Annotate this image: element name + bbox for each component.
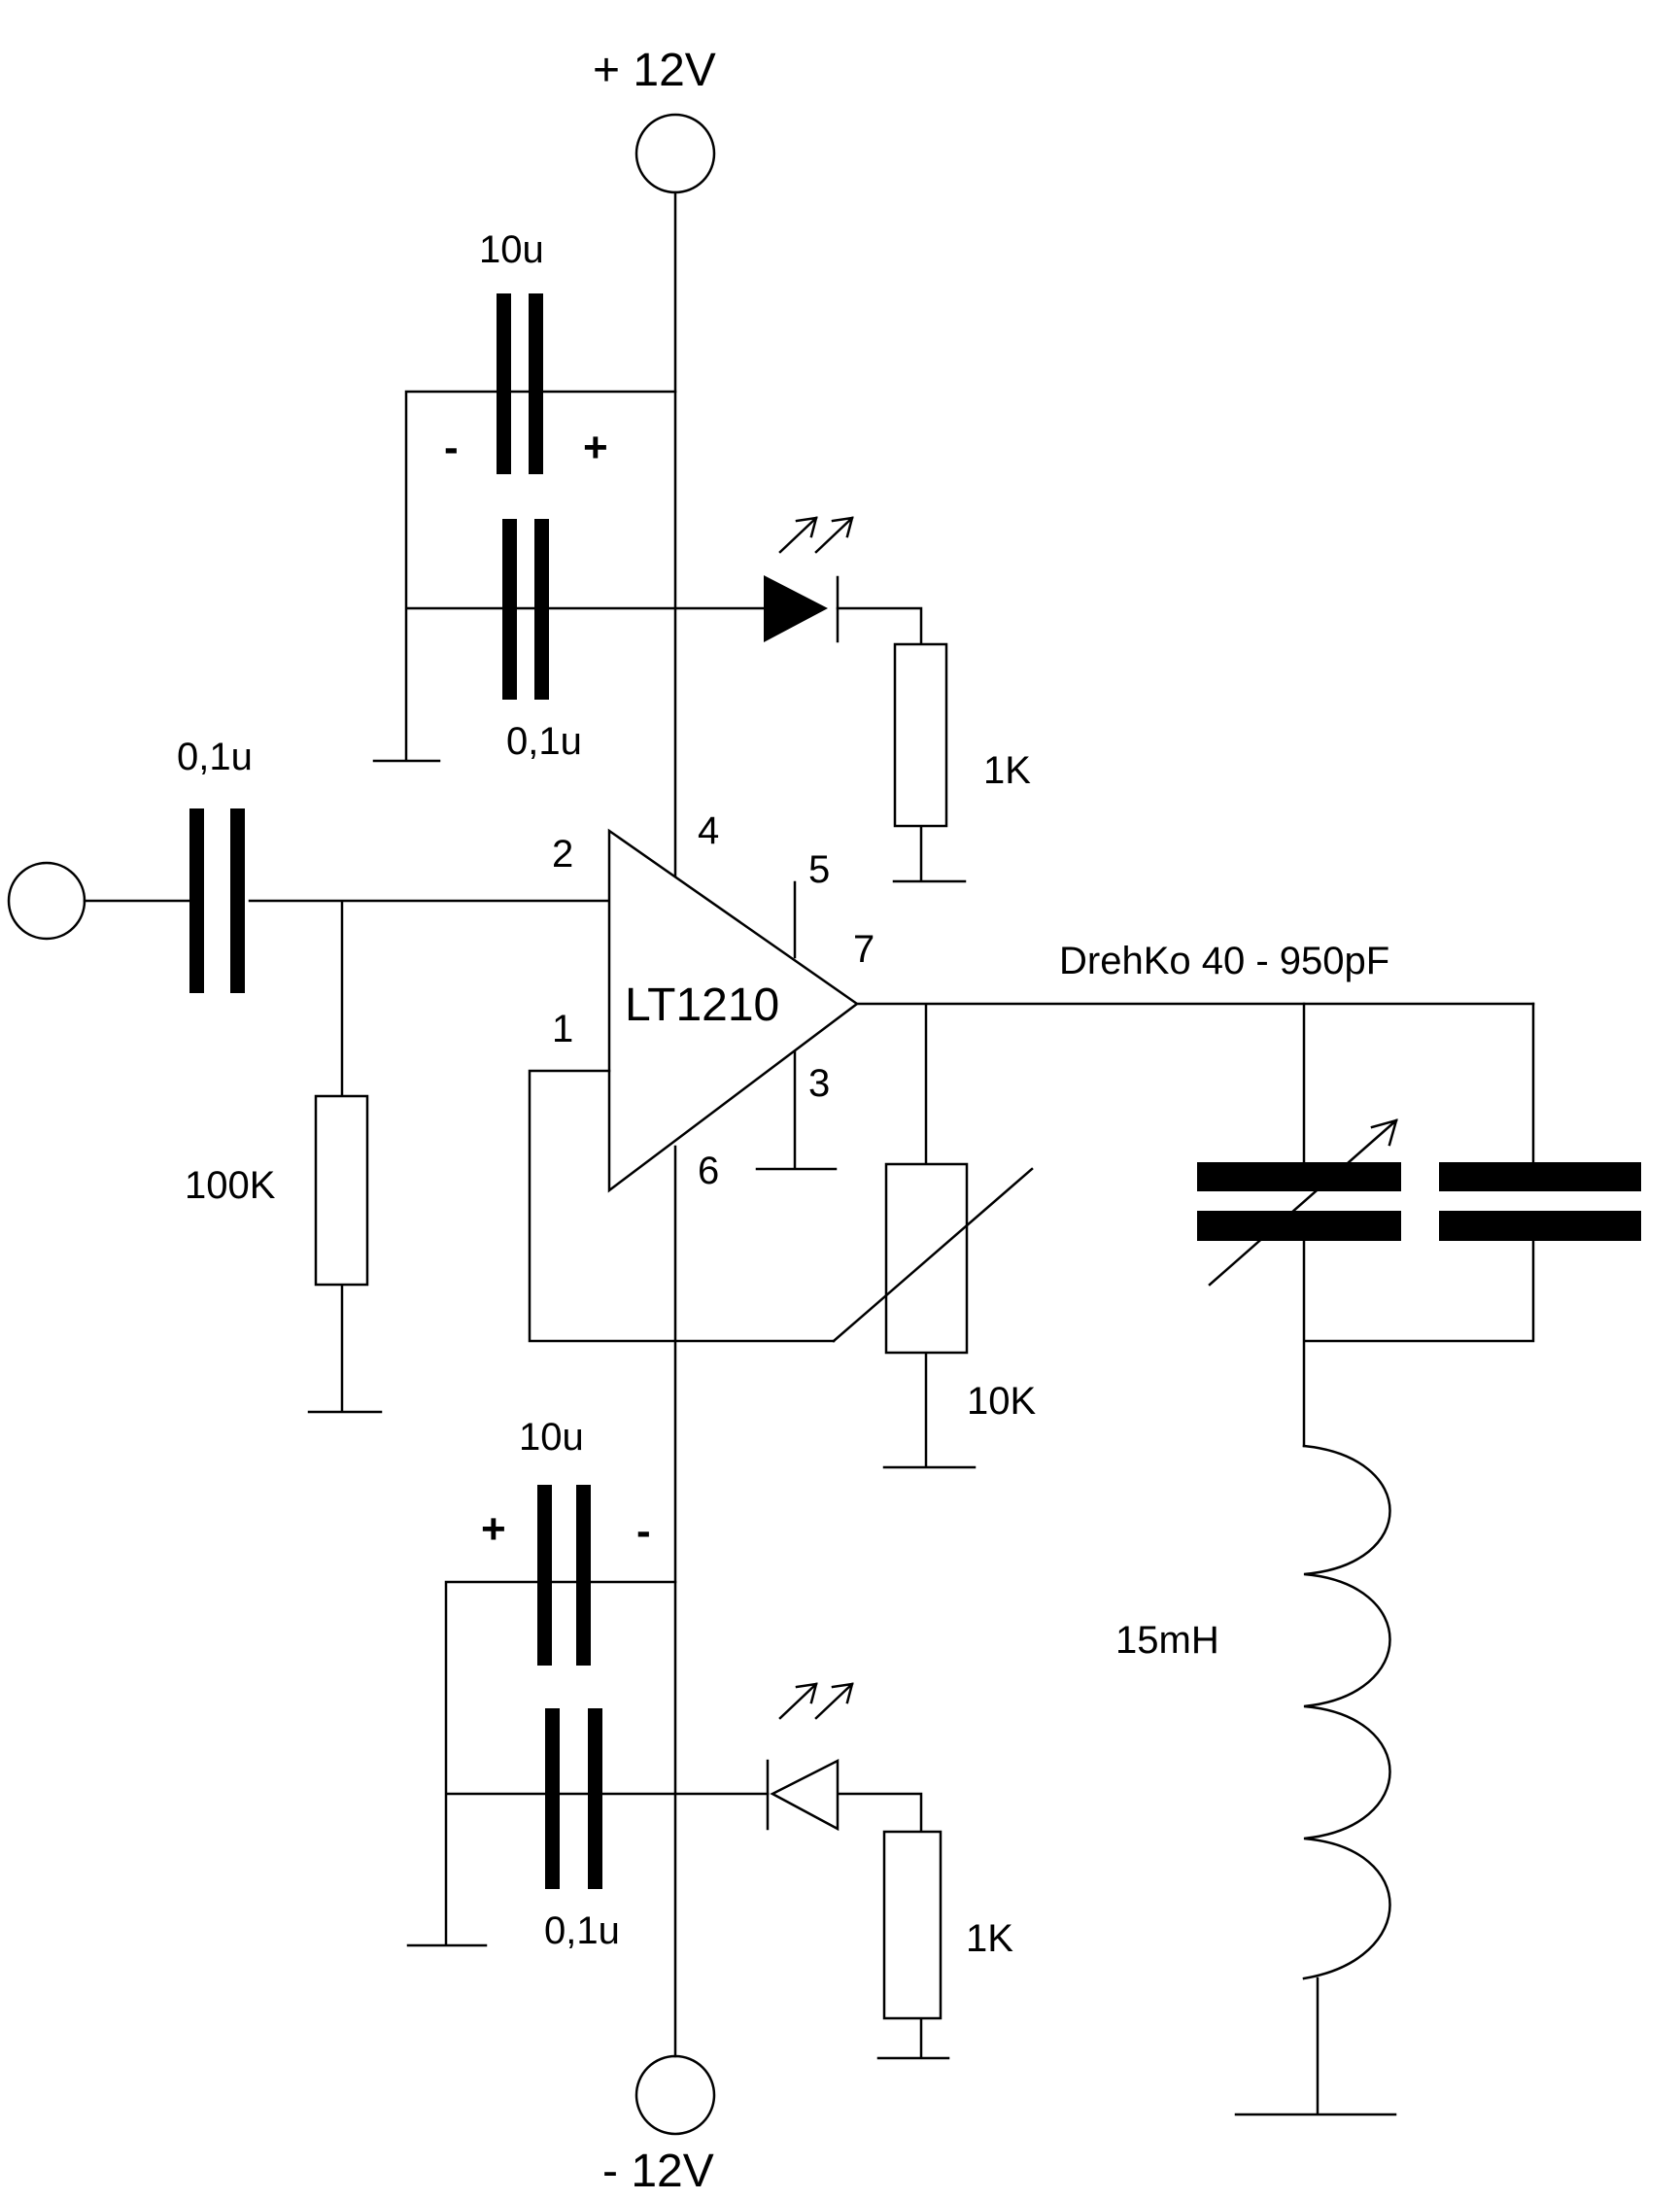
pin-label-5: 5 xyxy=(808,848,830,891)
bottom-led-light-arrows xyxy=(778,1682,854,1720)
top-led-symbol[interactable] xyxy=(764,575,828,642)
pin-label-4: 4 xyxy=(698,809,719,852)
bottom-led-resistor[interactable] xyxy=(882,1830,943,2020)
trimmer-cap-value: DrehKo 40 - 950pF xyxy=(1059,940,1389,982)
input-cap-plate-right xyxy=(230,808,245,993)
variable-cap-plate-bottom xyxy=(1197,1211,1401,1241)
input-cap-value: 0,1u xyxy=(177,736,253,778)
input-resistor[interactable] xyxy=(314,1094,369,1287)
feedback-wiring xyxy=(528,1069,836,1343)
top-decoupling-wiring xyxy=(372,390,677,763)
opamp-body[interactable] xyxy=(607,828,860,1193)
input-cap-plate-left xyxy=(189,808,204,993)
variable-cap-plate-top xyxy=(1197,1162,1401,1191)
top-elko-plate-right xyxy=(529,293,543,474)
inductor-coil[interactable] xyxy=(1302,1444,1391,1980)
bottom-bypass-value: 0,1u xyxy=(544,1909,620,1952)
potentiometer-wiper xyxy=(832,1167,1034,1343)
top-elko-value: 10u xyxy=(479,228,544,271)
feedback-pot-value: 10K xyxy=(967,1380,1036,1423)
top-led-light-arrows xyxy=(778,516,854,554)
bottom-elko-value: 10u xyxy=(519,1416,584,1459)
parallel-cap-plate-top xyxy=(1439,1162,1641,1191)
top-bypass-plate-left xyxy=(502,519,517,700)
top-led-resistor[interactable] xyxy=(893,642,948,828)
pin-label-3: 3 xyxy=(808,1062,830,1105)
bottom-elko-minus: - xyxy=(636,1507,651,1555)
inductor-value: 15mH xyxy=(1115,1619,1219,1662)
bottom-elko-plate-right xyxy=(576,1485,591,1666)
input-terminal[interactable] xyxy=(7,861,86,941)
bottom-led-wiring xyxy=(673,1792,950,2060)
positive-supply-terminal[interactable] xyxy=(634,113,716,194)
top-elko-plate-left xyxy=(497,293,511,474)
pin-label-7: 7 xyxy=(853,928,874,971)
bottom-decoupling-wiring xyxy=(406,1580,677,1947)
top-bypass-value: 0,1u xyxy=(506,720,582,763)
pin3-wire xyxy=(755,1049,838,1171)
bottom-elko-plus: + xyxy=(481,1505,506,1553)
bottom-bypass-plate-right xyxy=(588,1708,602,1889)
output-wiring xyxy=(855,1002,1535,1469)
input-wiring xyxy=(83,899,611,1414)
negative-supply-terminal[interactable] xyxy=(634,2054,716,2136)
bottom-elko-plate-left xyxy=(537,1485,552,1666)
bottom-led-symbol[interactable] xyxy=(770,1758,840,1832)
inductor-ground-wire xyxy=(1234,1977,1397,2116)
feedback-potentiometer[interactable] xyxy=(884,1162,969,1355)
negative-supply-label: - 12V xyxy=(602,2146,714,2197)
top-led-resistor-value: 1K xyxy=(983,749,1031,792)
top-led-wiring xyxy=(673,606,967,883)
top-elko-plus: + xyxy=(583,424,608,471)
pin-label-2: 2 xyxy=(552,833,573,876)
top-bypass-plate-right xyxy=(534,519,549,700)
parallel-cap-plate-bottom xyxy=(1439,1211,1641,1241)
tank-wiring xyxy=(1302,1002,1535,1448)
positive-supply-label: + 12V xyxy=(593,45,716,96)
bottom-bypass-plate-left xyxy=(545,1708,560,1889)
bottom-led-resistor-value: 1K xyxy=(966,1917,1013,1960)
variable-cap-arrow xyxy=(1208,1118,1398,1287)
input-resistor-value: 100K xyxy=(185,1164,276,1207)
top-elko-minus: - xyxy=(444,424,459,471)
pin-label-6: 6 xyxy=(698,1150,719,1192)
pin-label-1: 1 xyxy=(552,1008,573,1050)
opamp-label: LT1210 xyxy=(625,980,779,1031)
